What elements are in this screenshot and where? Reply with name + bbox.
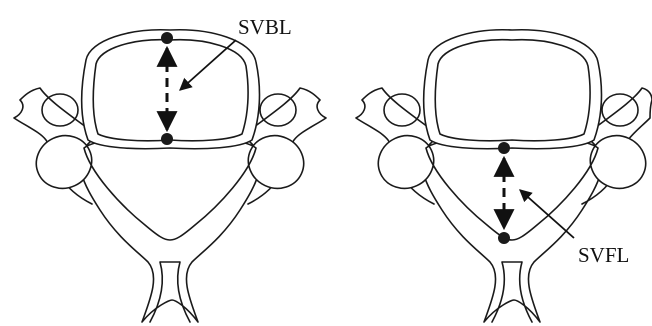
right-top-dot [498,142,510,154]
right-foramen-l [384,94,420,126]
left-top-dot [161,32,173,44]
left-foramen-l [42,94,78,126]
left-bottom-dot [161,133,173,145]
label-svfl: SVFL [578,243,629,267]
right-posterior-arch [422,142,602,322]
right-vertebra: SVFL [356,30,652,322]
right-bottom-dot [498,232,510,244]
left-posterior-arch [80,142,260,322]
left-vertebra: SVBL [14,15,326,322]
right-vertebral-body-outer [424,30,602,149]
left-spinous-inner [150,262,190,322]
label-svbl: SVBL [238,15,292,39]
left-vertebral-body-outer [82,30,260,149]
right-spinous-inner [492,262,532,322]
